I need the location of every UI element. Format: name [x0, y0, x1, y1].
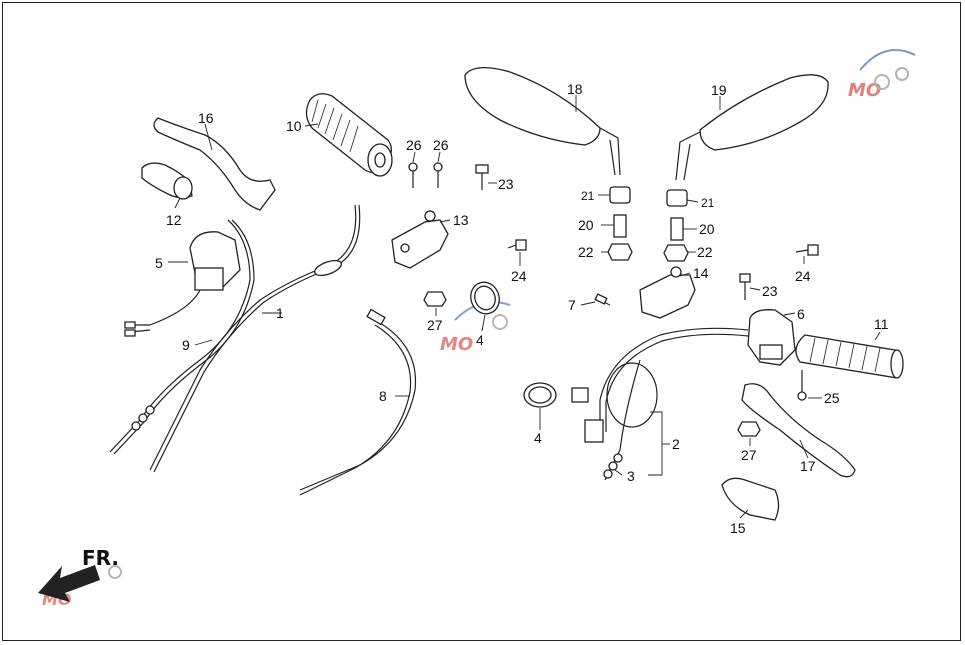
part-24-bolt-b [795, 244, 819, 256]
part-11-right-grip [795, 334, 904, 379]
callout-24-left: 24 [511, 268, 527, 284]
callout-22-right: 22 [697, 244, 713, 260]
callout-25: 25 [824, 390, 840, 406]
part-5-left-handlebar-switch [124, 231, 241, 337]
callout-7: 7 [568, 297, 576, 313]
part-1-throttle-cable [149, 204, 361, 473]
front-direction-arrow: FR. [38, 546, 119, 602]
leader-lines [168, 95, 881, 519]
part-16-clutch-lever [153, 117, 276, 211]
callout-3: 3 [627, 468, 635, 484]
part-18-left-mirror [464, 67, 621, 176]
callout-13: 13 [453, 212, 469, 228]
callout-26-left: 26 [406, 137, 422, 153]
callout-21-left: 21 [581, 189, 595, 203]
watermark-logo-center: MO [440, 301, 511, 355]
part-19-right-mirror [675, 74, 829, 181]
callout-24-right: 24 [795, 268, 811, 284]
part-24-bolt-a [507, 239, 527, 251]
callout-10: 10 [286, 118, 302, 134]
watermark-logo-top-right: MO [848, 49, 916, 101]
part-22-nut-right [663, 244, 689, 262]
part-27-nut-b [737, 421, 761, 437]
callout-21-right: 21 [701, 196, 715, 210]
part-14-lever-holder [639, 266, 696, 319]
front-direction-label: FR. [82, 546, 119, 570]
part-2-wire-harness [571, 327, 749, 443]
callout-14: 14 [693, 265, 709, 281]
callout-20-left: 20 [578, 217, 594, 233]
callout-19: 19 [711, 82, 727, 98]
callout-20-right: 20 [699, 221, 715, 237]
part-10-throttle-grip [305, 93, 393, 177]
callout-27-right: 27 [741, 447, 757, 463]
part-6-right-handlebar-switch [747, 309, 796, 366]
part-15-lever-boot [721, 477, 780, 521]
part-7-switch [594, 293, 611, 306]
part-8-brake-switch-cable [299, 308, 417, 496]
callout-4-left: 4 [476, 332, 484, 348]
callout-4-right: 4 [534, 430, 542, 446]
part-21-mirror-adapter-right [666, 189, 688, 207]
part-4-band-a [470, 281, 500, 315]
callout-9: 9 [182, 337, 190, 353]
svg-text:MO: MO [848, 80, 881, 101]
part-23-bolt-a [475, 164, 489, 190]
part-23-bolt-b [739, 273, 751, 300]
callout-1: 1 [276, 305, 284, 321]
part-12-lever-boot [141, 162, 193, 200]
svg-text:MO: MO [440, 334, 473, 355]
callout-2: 2 [672, 436, 680, 452]
callout-11: 11 [874, 316, 889, 332]
part-20-adapter-bolt-left [613, 214, 627, 238]
callout-17: 17 [800, 458, 816, 474]
callout-5: 5 [155, 255, 163, 271]
callout-15: 15 [730, 520, 746, 536]
callout-22-left: 22 [578, 244, 594, 260]
callout-6: 6 [797, 306, 805, 322]
callout-23-left: 23 [498, 176, 514, 192]
part-26-screw-a [408, 162, 418, 188]
part-26-screw-b [433, 162, 443, 188]
callout-23-right: 23 [762, 283, 778, 299]
callout-12: 12 [166, 212, 182, 228]
part-27-nut-a [423, 291, 447, 307]
part-13-lever-holder [391, 210, 449, 269]
callout-18: 18 [567, 81, 583, 97]
callout-8: 8 [379, 388, 387, 404]
part-22-nut-left [607, 243, 633, 261]
part-20-adapter-bolt-right [670, 217, 684, 241]
part-21-mirror-adapter-left [609, 186, 631, 204]
part-3-cable-end [603, 359, 641, 481]
part-4-band-b [523, 382, 557, 408]
part-17-brake-lever [741, 383, 856, 478]
callout-26-right: 26 [433, 137, 449, 153]
callout-27-left: 27 [427, 317, 443, 333]
part-25-screw [797, 370, 807, 401]
callout-16: 16 [198, 110, 214, 126]
callout-labels: 1 2 3 4 4 5 6 7 8 9 10 11 12 13 14 15 16… [155, 81, 889, 536]
